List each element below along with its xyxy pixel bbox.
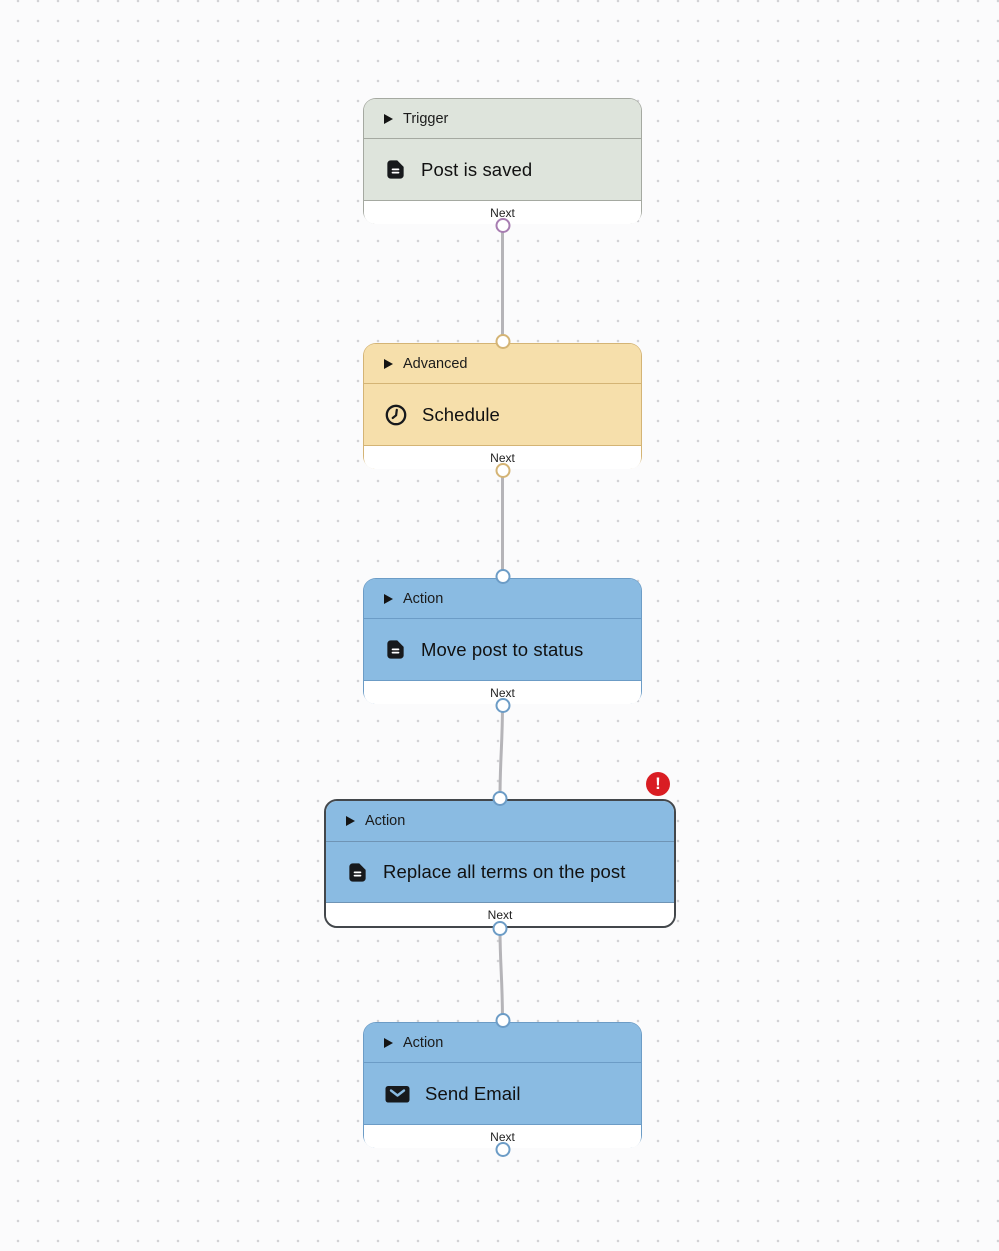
node-header[interactable]: Trigger [364,99,641,139]
input-port[interactable] [495,1013,510,1028]
node-body[interactable]: Schedule [364,384,641,445]
collapse-triangle-icon[interactable] [384,593,393,604]
node-title: Replace all terms on the post [383,861,626,882]
node-footer: Next [326,902,674,926]
output-port[interactable] [495,1142,510,1157]
input-port[interactable] [495,334,510,349]
node-action-send-email[interactable]: Action Send Email Next [363,1013,642,1157]
output-port[interactable] [495,698,510,713]
node-header[interactable]: Action [364,579,641,619]
collapse-triangle-icon[interactable] [384,1037,393,1048]
node-title: Move post to status [421,638,584,660]
output-port[interactable] [492,921,508,936]
node-category-label: Action [403,590,444,607]
node-footer: Next [364,680,641,704]
node-action-move-post-to-status[interactable]: Action Move post to status Next [363,569,642,713]
node-title: Send Email [425,1082,521,1104]
node-title: Schedule [422,403,500,425]
collapse-triangle-icon[interactable] [384,113,393,124]
next-label: Next [490,1129,515,1144]
node-trigger-post-is-saved[interactable]: Trigger Post is saved Next [363,98,642,233]
next-label: Next [487,907,513,922]
next-label: Next [490,450,515,465]
node-title: Post is saved [421,158,533,180]
envelope-icon [384,1082,411,1106]
collapse-triangle-icon[interactable] [384,358,393,369]
next-label: Next [490,205,515,220]
node-body[interactable]: Move post to status [364,619,641,680]
node-body[interactable]: Post is saved [364,139,641,200]
node-body[interactable]: Replace all terms on the post [326,842,674,902]
node-category-label: Action [365,813,406,829]
node-action-replace-all-terms[interactable]: ! Action Replace all terms on the post N… [324,772,676,936]
error-badge[interactable]: ! [646,772,670,796]
output-port[interactable] [495,463,510,478]
input-port[interactable] [492,791,508,806]
node-category-label: Advanced [403,355,468,372]
error-exclamation: ! [655,774,661,793]
node-advanced-schedule[interactable]: Advanced Schedule Next [363,334,642,478]
node-header[interactable]: Advanced [364,344,641,384]
node-header[interactable]: Action [364,1023,641,1063]
connector-line[interactable] [498,927,504,1023]
collapse-triangle-icon[interactable] [346,816,355,826]
document-icon [384,638,407,661]
next-label: Next [490,685,515,700]
document-icon [346,861,369,884]
output-port[interactable] [495,218,510,233]
node-body[interactable]: Send Email [364,1063,641,1124]
connector-line[interactable] [498,703,504,800]
node-category-label: Action [403,1034,444,1051]
document-icon [384,158,407,181]
node-header[interactable]: Action [326,801,674,842]
clock-icon [384,403,408,427]
node-category-label: Trigger [403,110,449,127]
input-port[interactable] [495,569,510,584]
